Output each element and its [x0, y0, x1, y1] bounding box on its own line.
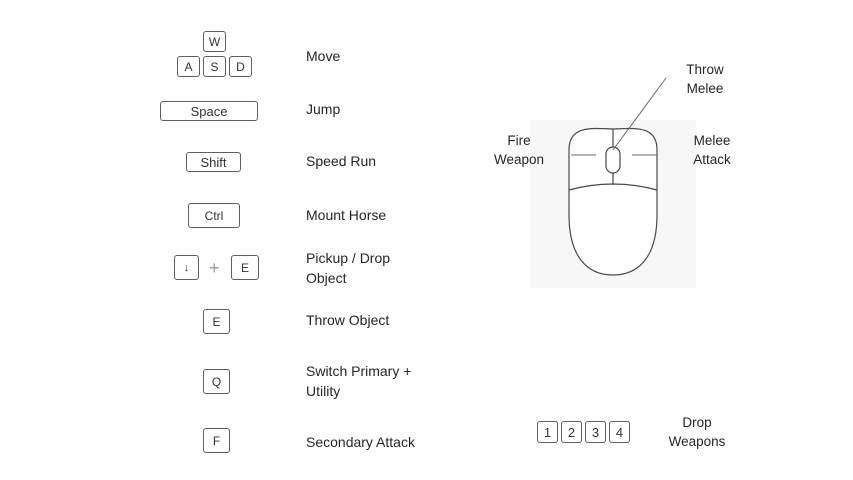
switch-primary-label-line2: Utility [306, 383, 341, 399]
shift-key: Shift [186, 152, 241, 172]
f-key: F [203, 428, 230, 453]
key-2: 2 [561, 421, 582, 443]
e-key-pickup: E [231, 255, 259, 280]
secondary-attack-label: Secondary Attack [306, 434, 415, 450]
throw-object-label: Throw Object [306, 312, 390, 328]
key-1: 1 [537, 421, 558, 443]
throw-melee-leader-line [612, 77, 667, 151]
d-key: D [229, 56, 252, 77]
key-4: 4 [609, 421, 630, 443]
pickup-drop-label-line1: Pickup / Drop [306, 250, 391, 266]
drop-weapons-label-line2: Weapons [668, 434, 726, 449]
a-key: A [177, 56, 200, 77]
e-key-throw: E [203, 309, 230, 334]
space-key: Space [160, 101, 258, 121]
speed-run-label: Speed Run [306, 153, 377, 169]
fire-weapon-label: Fire Weapon [484, 131, 554, 169]
melee-attack-label-line2: Attack [693, 152, 731, 167]
fire-weapon-label-line1: Fire [507, 133, 531, 148]
drop-weapons-label-line1: Drop [682, 415, 712, 430]
switch-primary-label: Switch Primary + Utility [306, 361, 411, 401]
q-key: Q [203, 369, 230, 394]
move-label: Move [306, 48, 341, 64]
w-key: W [203, 31, 226, 52]
fire-weapon-label-line2: Weapon [493, 152, 545, 167]
down-arrow-key: ↓ [174, 255, 199, 280]
throw-melee-label-line1: Throw [686, 62, 724, 77]
jump-label: Jump [306, 101, 341, 117]
s-key: S [203, 56, 226, 77]
key-3: 3 [585, 421, 606, 443]
melee-attack-label-line1: Melee [693, 133, 731, 148]
throw-melee-label-line2: Melee [686, 81, 724, 96]
switch-primary-label-line1: Switch Primary + [306, 363, 412, 379]
melee-attack-label: Melee Attack [677, 131, 747, 169]
mouse-body [568, 127, 658, 276]
mount-horse-label: Mount Horse [306, 207, 387, 223]
plus-sign: + [209, 258, 220, 278]
drop-weapons-label: Drop Weapons [657, 413, 737, 451]
pickup-drop-label: Pickup / Drop Object [306, 248, 390, 288]
ctrl-key: Ctrl [188, 203, 240, 228]
pickup-drop-label-line2: Object [306, 270, 347, 286]
scroll-wheel-icon [605, 146, 621, 174]
throw-melee-label: Throw Melee [670, 60, 740, 98]
